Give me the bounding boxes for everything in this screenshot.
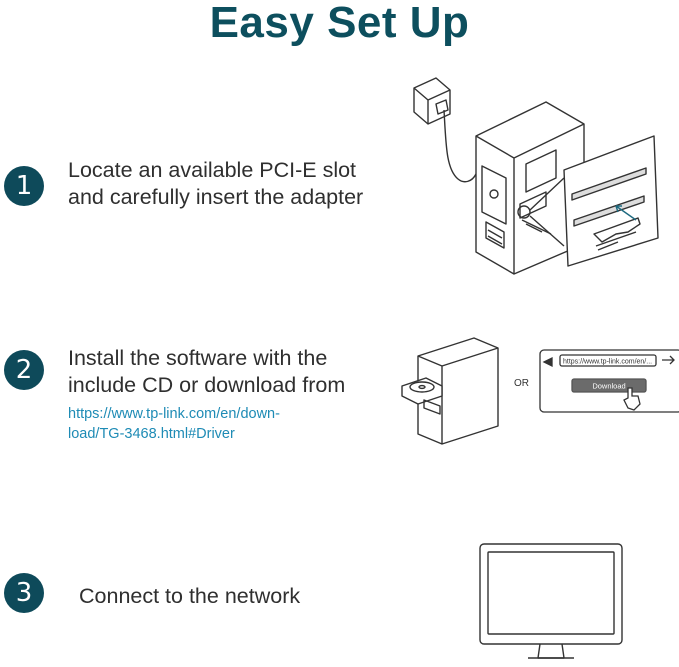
page-title: Easy Set Up [209,0,470,47]
cd-disc-icon [409,381,435,393]
browser-url: https://www.tp-link.com/en/... [563,359,652,366]
step-2-line-2: include CD or download from [68,373,346,397]
or-label: OR [514,378,529,389]
driver-link-line-1[interactable]: https://www.tp-link.com/en/down- [68,406,280,422]
step-1-badge: 1 [4,166,44,206]
back-arrow-icon [542,356,553,368]
step-2-badge: 2 [4,350,44,390]
driver-link-line-2[interactable]: load/TG-3468.html#Driver [68,426,235,442]
step-2-line-1: Install the software with the [68,346,328,370]
cd-and-browser-illustration: OR https://www.tp-link.com/en/... Downlo… [401,337,679,445]
driver-download-link[interactable]: https://www.tp-link.com/en/down- load/TG… [68,404,358,444]
step-3-text: Connect to the network [79,583,419,610]
step-1-text: Locate an available PCI-E slot and caref… [68,157,408,211]
forward-arrow-icon [662,355,675,365]
pc-tower-install-illustration [413,77,659,275]
monitor-illustration [479,543,623,659]
step-1-line-2: and carefully insert the adapter [68,185,364,209]
download-button-label: Download [592,382,625,391]
step-2-text: Install the software with the include CD… [68,345,408,399]
step-1-line-1: Locate an available PCI-E slot [68,158,357,182]
step-3-badge: 3 [4,573,44,613]
step-3-line-1: Connect to the network [79,584,301,608]
cursor-hand-icon [623,387,641,411]
